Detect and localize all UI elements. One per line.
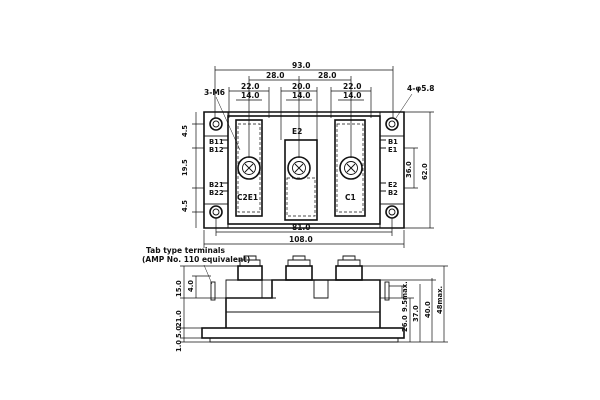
label-b22: B22 (209, 189, 224, 197)
dim-side-37-0: 37.0 (412, 305, 420, 322)
dim-base-length: 108.0 (289, 235, 313, 244)
label-b11: B11 (209, 138, 224, 146)
dim-side-21-0: 21.0 (175, 310, 183, 327)
dim-left-4-5-bottom: 4.5 (181, 200, 189, 212)
label-e2: E2 (388, 181, 398, 189)
tab-terminal-right (384, 281, 390, 301)
dim-overall-width: 93.0 (292, 61, 311, 70)
screw-terminal-left (237, 156, 261, 180)
dim-left-slot-inner: 14.0 (241, 91, 260, 100)
dim-side-40-0: 40.0 (424, 301, 432, 318)
side-left-dimensions: 15.0 4.0 21.0 5.0 1.0 (175, 265, 238, 352)
callout-screws: 3-M6 (204, 88, 225, 97)
dim-right-slot-outer: 22.0 (343, 82, 362, 91)
dim-height-62: 62.0 (421, 163, 429, 180)
top-view: B11 B12 B21 B22 B1 E1 E2 B2 E2 C2E1 C1 3… (181, 61, 434, 248)
side-right-dimensions: 9.5max. 26.0 37.0 40.0 48max. (362, 265, 448, 343)
dim-side-26-0: 26.0 (401, 315, 409, 332)
mount-hole-top-left (209, 117, 223, 131)
screw-terminal-right (339, 156, 363, 180)
left-dimensions: 4.5 19.5 4.5 (181, 112, 204, 228)
mount-hole-bottom-left (209, 205, 223, 219)
dim-height-36: 36.0 (405, 161, 413, 178)
dim-pitch-right: 28.0 (318, 71, 337, 80)
dim-side-4-0: 4.0 (187, 280, 195, 292)
side-housing (225, 279, 381, 328)
dim-left-19-5: 19.5 (181, 159, 189, 176)
side-view: Tab type terminals (AMP No. 110 equivale… (142, 246, 448, 352)
dim-left-slot-outer: 22.0 (241, 82, 260, 91)
mount-ear-top-right (379, 111, 405, 137)
dim-side-1-0: 1.0 (175, 340, 183, 352)
label-c2e1: C2E1 (237, 193, 258, 202)
label-e1: E1 (388, 146, 398, 154)
dim-mount-spacing: 81.0 (292, 223, 311, 232)
label-b1: B1 (388, 138, 398, 146)
dim-side-9-5-max: 9.5max. (401, 281, 409, 312)
right-dimensions: 36.0 62.0 (404, 111, 434, 229)
dim-side-5-0: 5.0 (175, 326, 183, 338)
bottom-dimensions: 81.0 108.0 (203, 218, 405, 248)
side-terminal-right (335, 255, 363, 281)
dim-left-4-5-top: 4.5 (181, 125, 189, 137)
side-terminal-left (237, 255, 263, 281)
terminal-bar-right (334, 119, 366, 217)
screw-terminal-center (287, 156, 311, 180)
dim-pitch-left: 28.0 (266, 71, 285, 80)
base-plate-outline (203, 111, 405, 229)
label-b21: B21 (209, 181, 224, 189)
note-tab-terminals: Tab type terminals (146, 246, 225, 255)
callout-mount-holes: 4-φ5.8 (407, 84, 434, 93)
mount-hole-bottom-right (385, 205, 399, 219)
dim-side-15-0: 15.0 (175, 280, 183, 297)
label-e2-center: E2 (292, 127, 302, 136)
dim-center-slot-outer: 20.0 (292, 82, 311, 91)
label-b2: B2 (388, 189, 398, 197)
note-amp-equivalent: (AMP No. 110 equivalent) (142, 255, 250, 264)
dim-center-slot-inner: 14.0 (292, 91, 311, 100)
mount-hole-top-right (385, 117, 399, 131)
terminal-bar-center (284, 139, 318, 221)
side-terminal-center (285, 255, 313, 281)
dim-side-48-max: 48max. (436, 286, 444, 314)
dim-right-slot-inner: 14.0 (343, 91, 362, 100)
label-c1: C1 (345, 193, 356, 202)
label-b12: B12 (209, 146, 224, 154)
tab-terminal-left (210, 281, 216, 301)
side-base-plate (201, 327, 405, 339)
top-dimensions: 93.0 28.0 28.0 22.0 14.0 20.0 14.0 22.0 … (214, 61, 394, 158)
housing-top (227, 115, 381, 225)
